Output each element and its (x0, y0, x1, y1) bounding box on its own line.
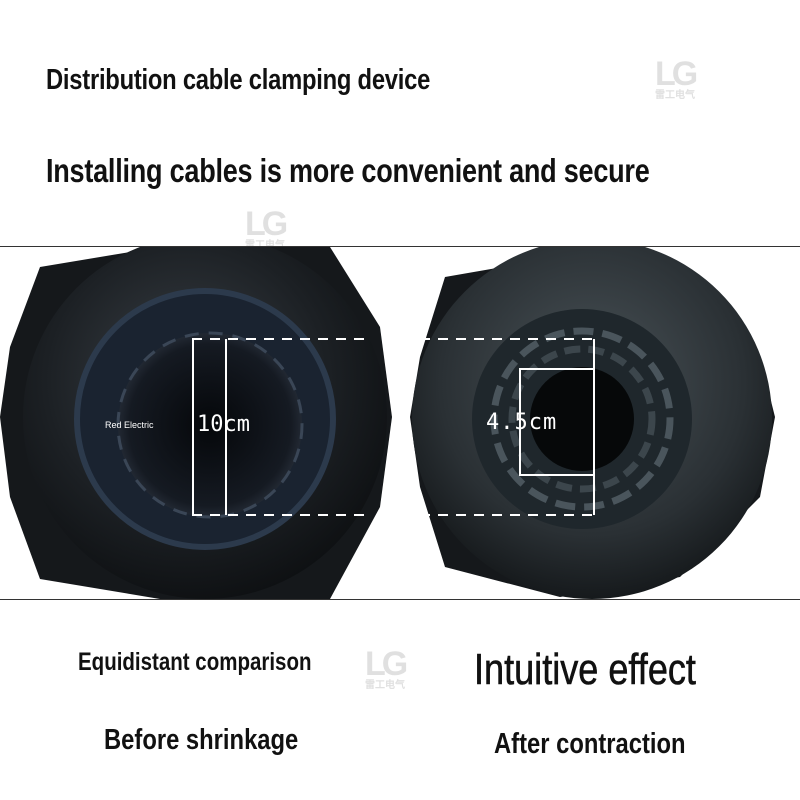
page-title: Distribution cable clamping device (46, 64, 431, 96)
gland-before-shrinkage (0, 247, 392, 599)
product-photo (0, 246, 800, 600)
brand-text: Red Electric (105, 420, 154, 430)
page-subtitle: Installing cables is more convenient and… (46, 152, 650, 189)
dimension-lines (192, 338, 595, 516)
seal-fins (490, 327, 674, 511)
dimension-label-before: 10cm (197, 412, 250, 437)
cable-gland-comparison-image (0, 247, 775, 599)
caption-before: Before shrinkage (104, 724, 299, 756)
dimension-label-after: 4.5cm (486, 410, 558, 435)
caption-comparison: Equidistant comparison (78, 648, 312, 676)
caption-effect: Intuitive effect (474, 645, 696, 695)
seal-opening (118, 333, 302, 517)
gland-after-contraction (410, 247, 775, 599)
seal-inner-edge (116, 331, 304, 519)
caption-after: After contraction (494, 728, 686, 760)
seal-opening (530, 367, 634, 471)
